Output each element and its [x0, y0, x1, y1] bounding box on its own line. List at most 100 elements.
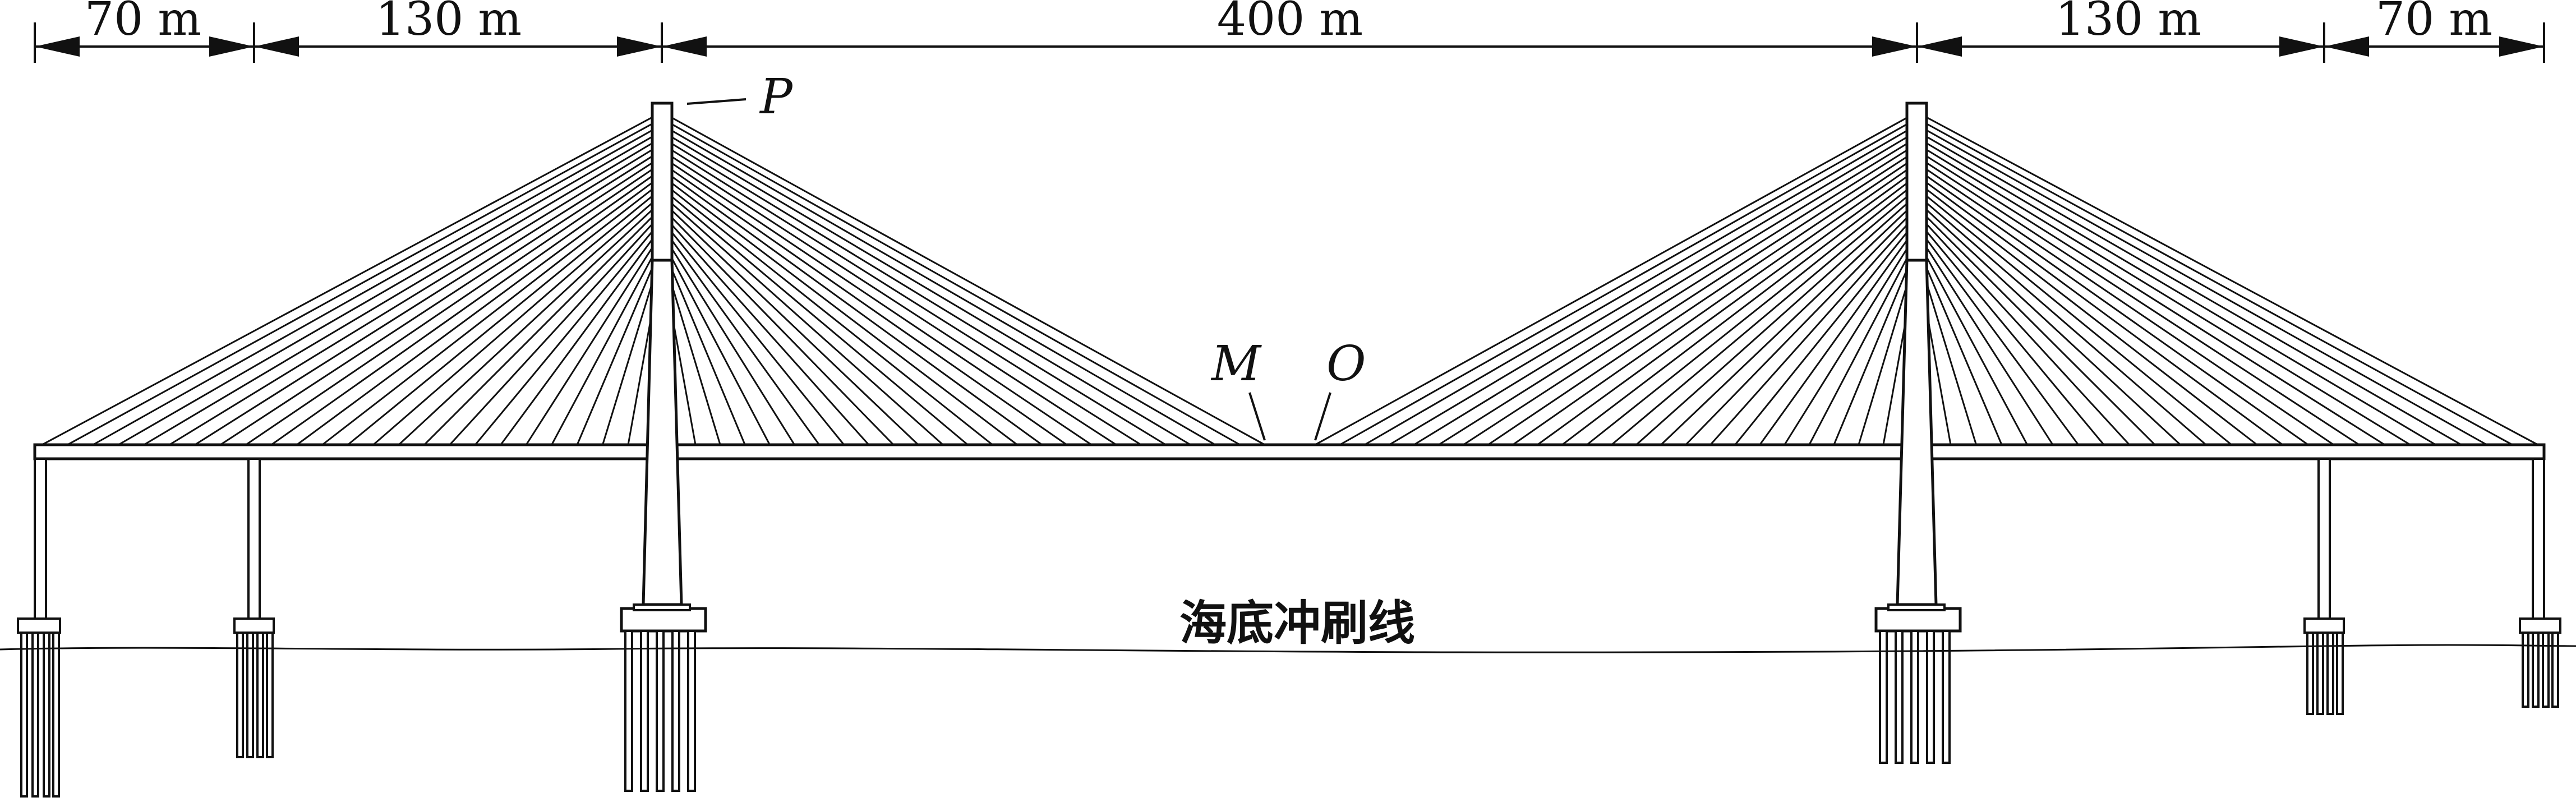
stay-cable [1916, 168, 2309, 446]
stay-cable [245, 162, 662, 446]
stay-cable [1916, 117, 2513, 446]
stay-cable [1916, 245, 2003, 445]
aux-pier-right [2303, 458, 2345, 715]
stay-cable [661, 143, 1142, 446]
left-pylon-piles [624, 630, 696, 792]
stay-cable [1916, 213, 2130, 446]
stay-cable [661, 149, 1117, 446]
aux-pier-left [233, 458, 275, 758]
stay-cable [500, 225, 663, 445]
stay-cable [1537, 168, 1918, 446]
stay-cable [1487, 155, 1918, 446]
stay-cable [1611, 187, 1918, 446]
stay-cable [551, 238, 663, 445]
stay-cable [321, 181, 662, 446]
stay-cable [661, 162, 1067, 446]
span-label-1: 70 m [85, 0, 201, 46]
stay-cable [1759, 225, 1918, 445]
stay-cable [661, 168, 1043, 446]
point-m-label: M [1210, 336, 1262, 392]
stay-cable [1635, 193, 1918, 446]
stay-cable [1916, 143, 2411, 446]
seabed-label: 海底冲刷线 [1179, 596, 1415, 651]
stay-cable [1916, 219, 2105, 445]
stay-cable [661, 130, 1191, 446]
stay-cable [118, 130, 662, 446]
stay-cable [347, 187, 662, 446]
stay-cable [1808, 238, 1918, 445]
stay-cable [1916, 111, 2538, 446]
span-label-2: 130 m [376, 0, 522, 46]
stay-cable [661, 232, 795, 445]
span-label-3: 400 m [1217, 0, 1363, 46]
stay-cable [661, 187, 969, 446]
stay-cable [296, 174, 662, 446]
stay-cable [1660, 200, 1918, 446]
stay-cable [1916, 238, 2028, 445]
point-p-marker [686, 98, 746, 105]
stay-cable [1916, 162, 2334, 446]
stay-cable [1916, 225, 2079, 445]
stay-cable [1916, 187, 2232, 446]
stay-cable [42, 111, 662, 446]
stay-cable [1784, 232, 1918, 445]
stay-cable [1389, 130, 1918, 446]
stay-cable [661, 181, 993, 446]
stay-cable [449, 213, 663, 446]
stay-cable [1512, 162, 1918, 446]
stay-cable [143, 136, 662, 446]
stay-cable [1561, 174, 1918, 446]
stay-cable [1916, 206, 2156, 446]
stay-cable [661, 245, 746, 445]
stay-cable [194, 149, 662, 446]
stay-cable [1315, 111, 1918, 446]
stay-cable [1916, 155, 2360, 446]
stay-cable [661, 174, 1018, 446]
stay-cable [661, 225, 820, 445]
stay-cable [1709, 213, 1918, 445]
stay-cable [1916, 232, 2054, 445]
stay-cable [661, 155, 1092, 446]
stay-cable [661, 124, 1216, 446]
stay-cable [661, 111, 1265, 446]
stay-cable [661, 200, 919, 446]
stay-cable [1916, 174, 2283, 446]
stay-cable [1413, 136, 1918, 446]
stay-cable [1438, 143, 1918, 446]
stay-cable [661, 219, 845, 445]
stay-cable [525, 232, 663, 445]
stay-cable [1463, 149, 1918, 446]
stay-cable [220, 155, 662, 446]
stay-cable [1339, 117, 1918, 446]
stay-cable [1586, 181, 1918, 446]
stay-cable [661, 136, 1167, 446]
stay-cable [1916, 130, 2462, 446]
point-o-label: O [1326, 336, 1366, 392]
stay-cable [423, 206, 663, 446]
bridge-deck [33, 443, 2546, 460]
stay-cable [271, 168, 662, 446]
seabed-line [0, 644, 2576, 653]
dimension-line [34, 22, 2545, 63]
stay-cable [661, 117, 1241, 446]
end-pier-left [17, 458, 61, 798]
stay-cable [1916, 124, 2487, 446]
stay-cable [372, 193, 662, 446]
stay-cable [661, 238, 771, 445]
left-pylon [620, 102, 707, 633]
stay-cable [661, 213, 870, 446]
stay-cable [1916, 200, 2181, 446]
right-pylon [1874, 102, 1962, 633]
stay-cable [67, 117, 662, 446]
stay-cable [1916, 193, 2207, 446]
stay-cable [1833, 245, 1918, 445]
stay-cable [474, 219, 663, 445]
right-pylon-piles [1879, 630, 1951, 764]
end-pier-right [2519, 458, 2561, 708]
stay-cable [661, 206, 895, 446]
stay-cable [1916, 149, 2385, 446]
span-label-4: 130 m [2056, 0, 2201, 46]
stay-cable [1916, 136, 2436, 446]
stay-cable [93, 124, 662, 446]
